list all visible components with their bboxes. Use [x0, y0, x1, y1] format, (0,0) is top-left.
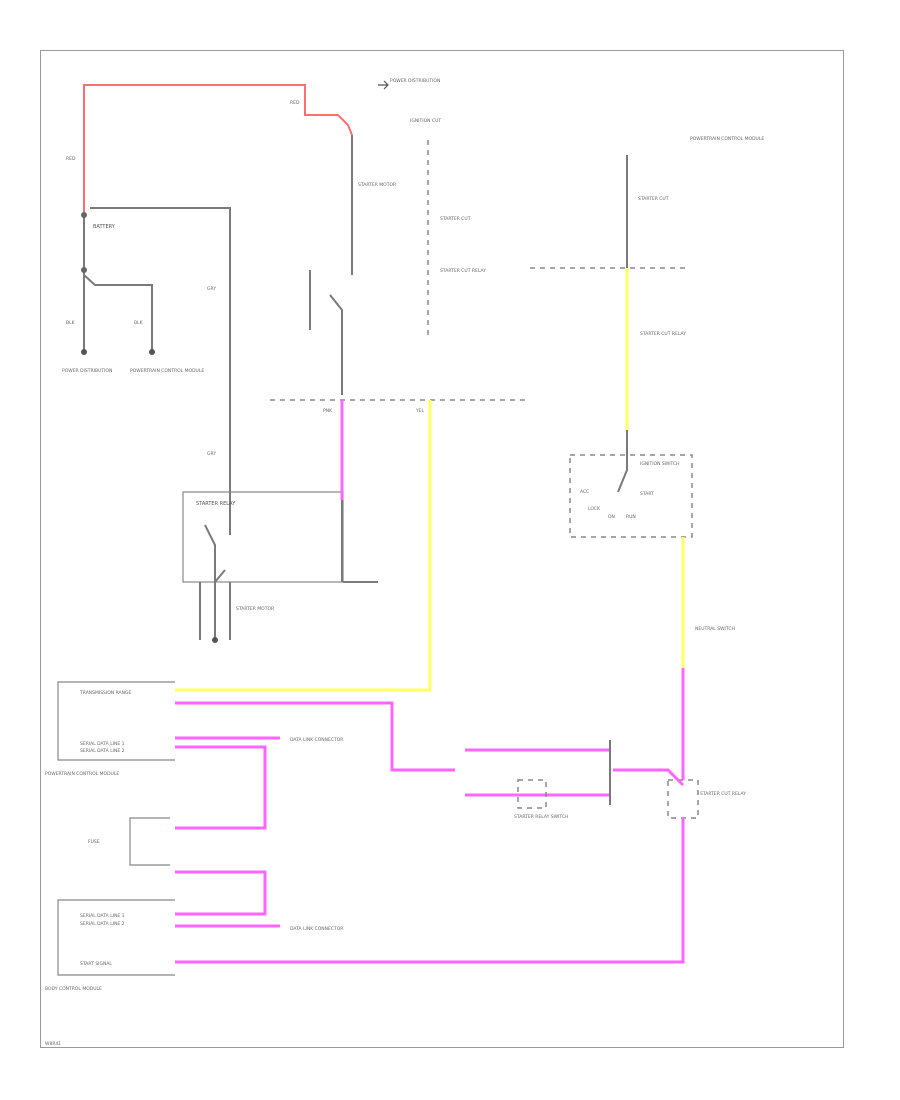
- battery-label: BATTERY: [93, 224, 116, 230]
- ground-label-1: POWER DISTRIBUTION: [62, 368, 112, 374]
- ignition-off: ON: [608, 514, 615, 520]
- starter-output-wire: [90, 207, 231, 535]
- relay-switch-wire: [309, 270, 343, 395]
- ground-point-1: [81, 349, 87, 355]
- ground-point-2: [149, 349, 155, 355]
- serial-data-1: SERIAL DATA LINE 1: [80, 741, 125, 747]
- powertrain-note: POWERTRAIN CONTROL MODULE: [690, 136, 764, 142]
- fuse-block-outline: [129, 817, 170, 866]
- bcm-outline: [57, 899, 175, 976]
- wire-color-gry-1: GRY: [207, 286, 216, 292]
- wire-color-blk-1: BLK: [66, 320, 76, 326]
- starter-cut-note: STARTER CUT: [440, 216, 471, 222]
- dlc-label-2: DATA LINK CONNECTOR: [290, 926, 343, 932]
- ignition-to-switch: [617, 430, 628, 493]
- wire-color-pnk-1: PNK: [323, 408, 333, 414]
- pcm-to-relay: [613, 768, 685, 787]
- starter-relay-small: [517, 779, 547, 809]
- ignition-switch-label: IGNITION SWITCH: [640, 461, 680, 467]
- start-signal-label: START SIGNAL: [80, 961, 112, 967]
- relay-to-motor: [199, 582, 231, 640]
- ignition-switch-box: [569, 454, 693, 538]
- starter-relay-small-label: STARTER RELAY SWITCH: [514, 814, 568, 820]
- ignition-start: START: [640, 491, 654, 497]
- ignition-run: RUN: [626, 514, 636, 520]
- serial-data-3: SERIAL DATA LINE 1: [80, 913, 125, 919]
- wire-color-blk-2: BLK: [134, 320, 144, 326]
- yellow-signal-wire: [175, 400, 432, 692]
- starter-relay-label: STARTER RELAY: [196, 501, 236, 507]
- arrow-icon: [378, 80, 389, 90]
- diagram-frame: [40, 50, 844, 1048]
- starter-motor-label: STARTER MOTOR: [358, 182, 396, 188]
- battery-negative-terminal: [81, 267, 87, 273]
- bcm-label: BODY CONTROL MODULE: [45, 986, 102, 992]
- ignition-cut-label: IGNITION CUT: [410, 118, 441, 124]
- serial-data-2: SERIAL DATA LINE 2: [80, 748, 125, 754]
- ignition-acc: ACC: [580, 489, 589, 495]
- wire-color-red-2: RED: [66, 156, 76, 162]
- wire-color-gry-2: GRY: [207, 451, 216, 457]
- pcm-label: POWERTRAIN CONTROL MODULE: [45, 771, 119, 777]
- battery-positive-terminal: [81, 212, 87, 218]
- ground-label-2: POWERTRAIN CONTROL MODULE: [130, 368, 204, 374]
- starter-cut-relay-right: STARTER CUT RELAY: [640, 331, 686, 337]
- pcm-outline: [57, 681, 175, 761]
- pcm-pink-3: [175, 745, 267, 830]
- pcm-pink-1: [175, 701, 455, 772]
- battery-positive-wire: [83, 84, 353, 215]
- transmission-range-label: TRANSMISSION RANGE: [79, 690, 131, 696]
- starter-cut-relay-box: [667, 779, 699, 819]
- starter-motor-label-2: STARTER MOTOR: [236, 606, 274, 612]
- starter-cut-relay-label: STARTER CUT RELAY: [440, 268, 486, 274]
- wire-color-yel-1: YEL: [415, 408, 425, 414]
- starter-cut-relay-box-label: STARTER CUT RELAY: [700, 791, 746, 797]
- starter-cut-relay-out: [175, 818, 685, 964]
- starter-cut-right-label: STARTER CUT: [638, 196, 669, 202]
- dlc-label-1: DATA LINK CONNECTOR: [290, 737, 343, 743]
- power-distribution-label: POWER DISTRIBUTION: [390, 78, 440, 84]
- ignition-lock: LOCK: [588, 506, 601, 512]
- fuse-label: FUSE: [88, 839, 100, 845]
- bcm-pink-1: [175, 870, 267, 916]
- ground-point-3: [212, 637, 218, 643]
- wire-color-red: RED: [290, 100, 300, 106]
- serial-data-4: SERIAL DATA LINE 2: [80, 921, 125, 927]
- relay-contacts: [204, 524, 226, 583]
- ground-branch-wire: [83, 274, 153, 350]
- footnote: W8R41: [45, 1041, 61, 1047]
- neutral-switch-label: NEUTRAL SWITCH: [695, 626, 735, 632]
